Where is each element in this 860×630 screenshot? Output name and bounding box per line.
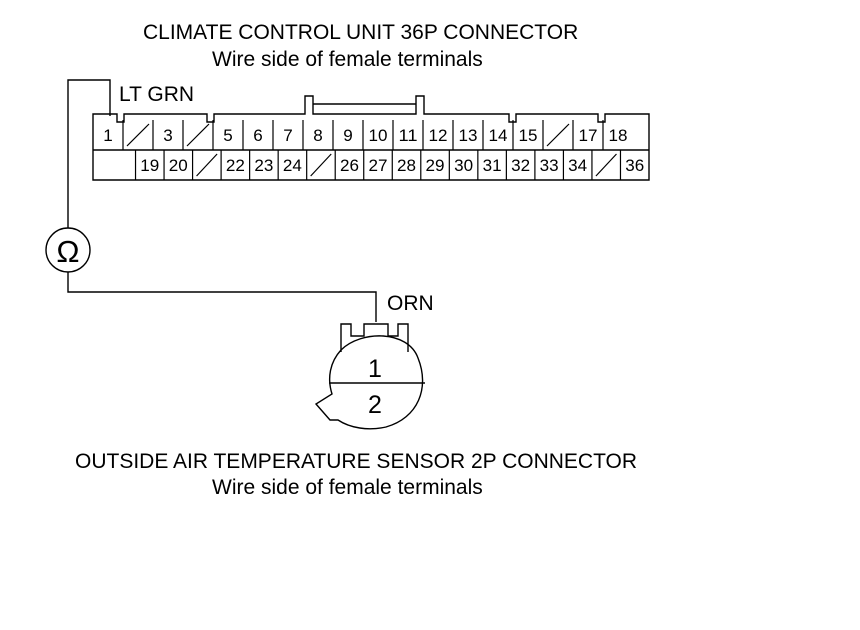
terminal-6: 6 bbox=[253, 126, 263, 145]
sensor-connector-subtitle: Wire side of female terminals bbox=[212, 476, 483, 499]
terminal-36: 36 bbox=[625, 156, 644, 175]
terminal-11: 11 bbox=[399, 126, 418, 145]
terminal-30: 30 bbox=[454, 156, 473, 175]
terminal-19: 19 bbox=[140, 156, 159, 175]
terminal-17: 17 bbox=[579, 126, 598, 145]
climate-connector-title: CLIMATE CONTROL UNIT 36P CONNECTOR bbox=[143, 21, 579, 44]
sensor-connector-housing bbox=[340, 323, 409, 352]
terminal-31: 31 bbox=[483, 156, 502, 175]
terminal-33: 33 bbox=[540, 156, 559, 175]
sensor-connector-body bbox=[314, 335, 424, 430]
terminal-14: 14 bbox=[489, 126, 508, 145]
terminal-20: 20 bbox=[169, 156, 188, 175]
terminal-23: 23 bbox=[254, 156, 273, 175]
orn-wire-label: ORN bbox=[387, 292, 434, 315]
connector-row-2: 19 20 22 23 24 26 27 28 29 30 31 32 33 34 36 bbox=[134, 150, 644, 180]
terminal-28: 28 bbox=[397, 156, 416, 175]
empty-terminal-slash bbox=[546, 123, 570, 147]
terminal-10: 10 bbox=[369, 126, 388, 145]
terminal-1: 1 bbox=[103, 126, 113, 145]
terminal-27: 27 bbox=[369, 156, 388, 175]
terminal-22: 22 bbox=[226, 156, 245, 175]
ohmmeter: Ω bbox=[45, 227, 91, 273]
terminal-3: 3 bbox=[163, 126, 173, 145]
terminal-15: 15 bbox=[519, 126, 538, 145]
climate-connector-subtitle: Wire side of female terminals bbox=[212, 48, 483, 71]
terminal-24: 24 bbox=[283, 156, 302, 175]
terminal-9: 9 bbox=[343, 126, 353, 145]
terminal-13: 13 bbox=[459, 126, 478, 145]
terminal-7: 7 bbox=[283, 126, 293, 145]
terminal-8: 8 bbox=[313, 126, 323, 145]
terminal-12: 12 bbox=[429, 126, 448, 145]
terminal-29: 29 bbox=[426, 156, 445, 175]
empty-terminal-slash bbox=[310, 153, 332, 177]
ohm-symbol: Ω bbox=[56, 234, 79, 269]
terminal-32: 32 bbox=[511, 156, 530, 175]
lt-grn-wire-label: LT GRN bbox=[119, 83, 195, 106]
empty-terminal-slash bbox=[186, 123, 210, 147]
sensor-pin-2: 2 bbox=[368, 391, 382, 419]
terminal-34: 34 bbox=[568, 156, 587, 175]
terminal-18: 18 bbox=[609, 126, 628, 145]
ohmmeter-icon bbox=[45, 227, 91, 273]
empty-terminal-slash bbox=[126, 123, 150, 147]
terminal-5: 5 bbox=[223, 126, 233, 145]
empty-terminal-slash bbox=[595, 153, 617, 177]
test-lead-wire bbox=[67, 79, 377, 322]
climate-connector-housing bbox=[92, 95, 650, 181]
sensor-connector-title: OUTSIDE AIR TEMPERATURE SENSOR 2P CONNEC… bbox=[75, 450, 638, 473]
empty-terminal-slash bbox=[196, 153, 218, 177]
sensor-pin-1: 1 bbox=[368, 355, 382, 383]
terminal-26: 26 bbox=[340, 156, 359, 175]
